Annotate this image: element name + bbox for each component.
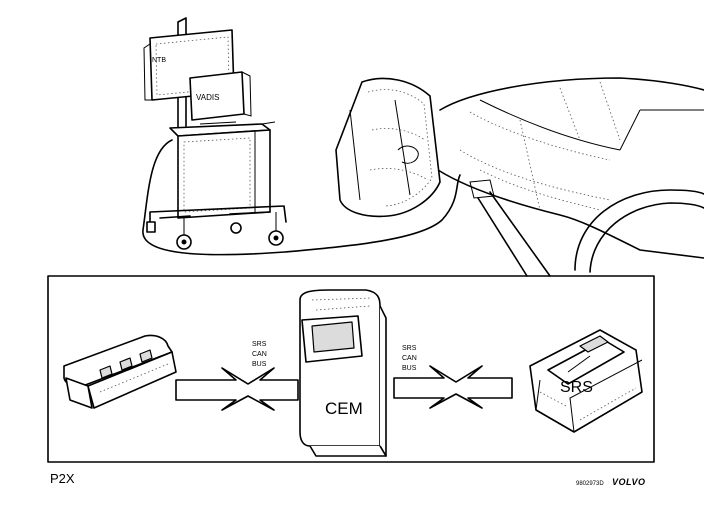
diagnostic-cart-icon: NTB VADIS (143, 17, 287, 250)
srs-module-icon: SRS (529, 329, 643, 433)
bus-left-line2: CAN (252, 351, 267, 358)
model-label: P2X (50, 471, 75, 486)
double-arrow-icon-right (393, 365, 513, 409)
cem-module-icon: CEM (299, 289, 387, 457)
cem-label: CEM (325, 399, 363, 418)
connector-icon (63, 334, 177, 409)
bus-label-right: SRS CAN BUS (402, 345, 417, 372)
cart-side-label: NTB (152, 57, 166, 64)
srs-label: SRS (560, 379, 593, 396)
bus-right-line2: CAN (402, 355, 417, 362)
bus-left-line3: BUS (252, 361, 267, 368)
bus-right-line1: SRS (402, 345, 417, 352)
car-icon (335, 77, 704, 273)
zoom-pointer (477, 191, 551, 277)
figure-code: 9802973D (576, 481, 604, 487)
inset-frame (47, 275, 655, 463)
diagnostic-cable (142, 139, 461, 256)
double-arrow-icon (175, 367, 299, 411)
bus-label-left: SRS CAN BUS (252, 341, 267, 368)
bus-left-line1: SRS (252, 341, 267, 348)
vadis-label: VADIS (196, 93, 219, 102)
cart-wheels (146, 212, 284, 250)
brand-logo: VOLVO (612, 477, 646, 487)
bus-right-line3: BUS (402, 365, 417, 372)
